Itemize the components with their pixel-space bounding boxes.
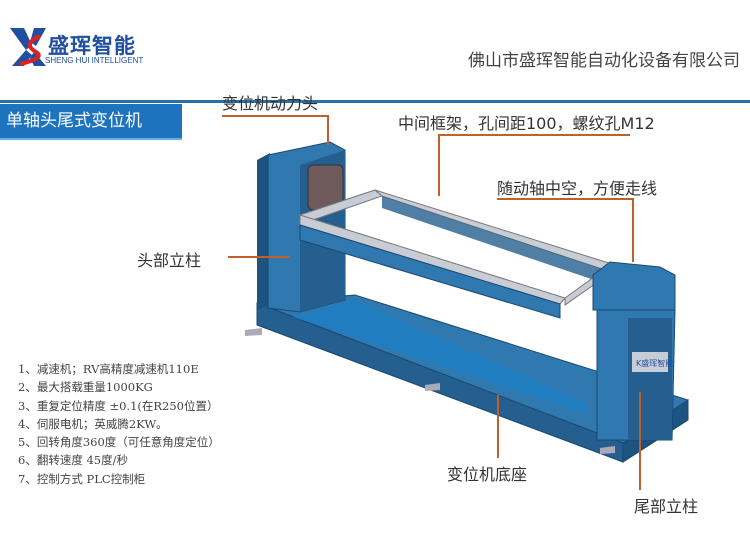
spec-list: 1、减速机；RV高精度减速机110E 2、最大搭载重量1000KG 3、重复定位…: [18, 360, 220, 488]
spec-item: 6、翻转速度 45度/秒: [18, 453, 128, 468]
spec-item: 1、减速机；RV高精度减速机110E: [18, 362, 199, 376]
leader-lines: [222, 115, 641, 490]
callout-middle-frame: 中间框架，孔间距100，螺纹孔M12: [398, 114, 655, 133]
callout-base: 变位机底座: [447, 465, 528, 484]
callout-power-head: 变位机动力头: [222, 94, 319, 113]
spec-item: 4、伺服电机；英威腾2KW。: [18, 416, 168, 431]
callout-tail-column: 尾部立柱: [634, 497, 699, 516]
spec-item: 7、控制方式 PLC控制柜: [18, 471, 146, 486]
middle-frame: [299, 189, 614, 319]
header-divider: [0, 100, 750, 103]
spec-item: 5、回转角度360度（可任意角度定位）: [18, 435, 220, 450]
tail-column: K盛珲智能: [592, 261, 676, 441]
callout-hollow-shaft: 随动轴中空，方便走线: [497, 179, 658, 198]
spec-item: 3、重复定位精度 ±0.1(在R250位置）: [18, 398, 219, 413]
svg-text:K盛珲智能: K盛珲智能: [636, 358, 673, 368]
head-column: [257, 141, 346, 313]
product-title: 单轴头尾式变位机: [0, 104, 182, 140]
logo-subtitle: SHENG HUI INTELLIGENT: [45, 56, 144, 65]
company-name: 佛山市盛珲智能自动化设备有限公司: [468, 51, 740, 71]
logo-text: 盛珲智能: [48, 34, 136, 58]
callout-head-column: 头部立柱: [137, 251, 202, 270]
spec-item: 2、最大搭载重量1000KG: [18, 380, 153, 395]
logo-mark: [10, 28, 46, 66]
